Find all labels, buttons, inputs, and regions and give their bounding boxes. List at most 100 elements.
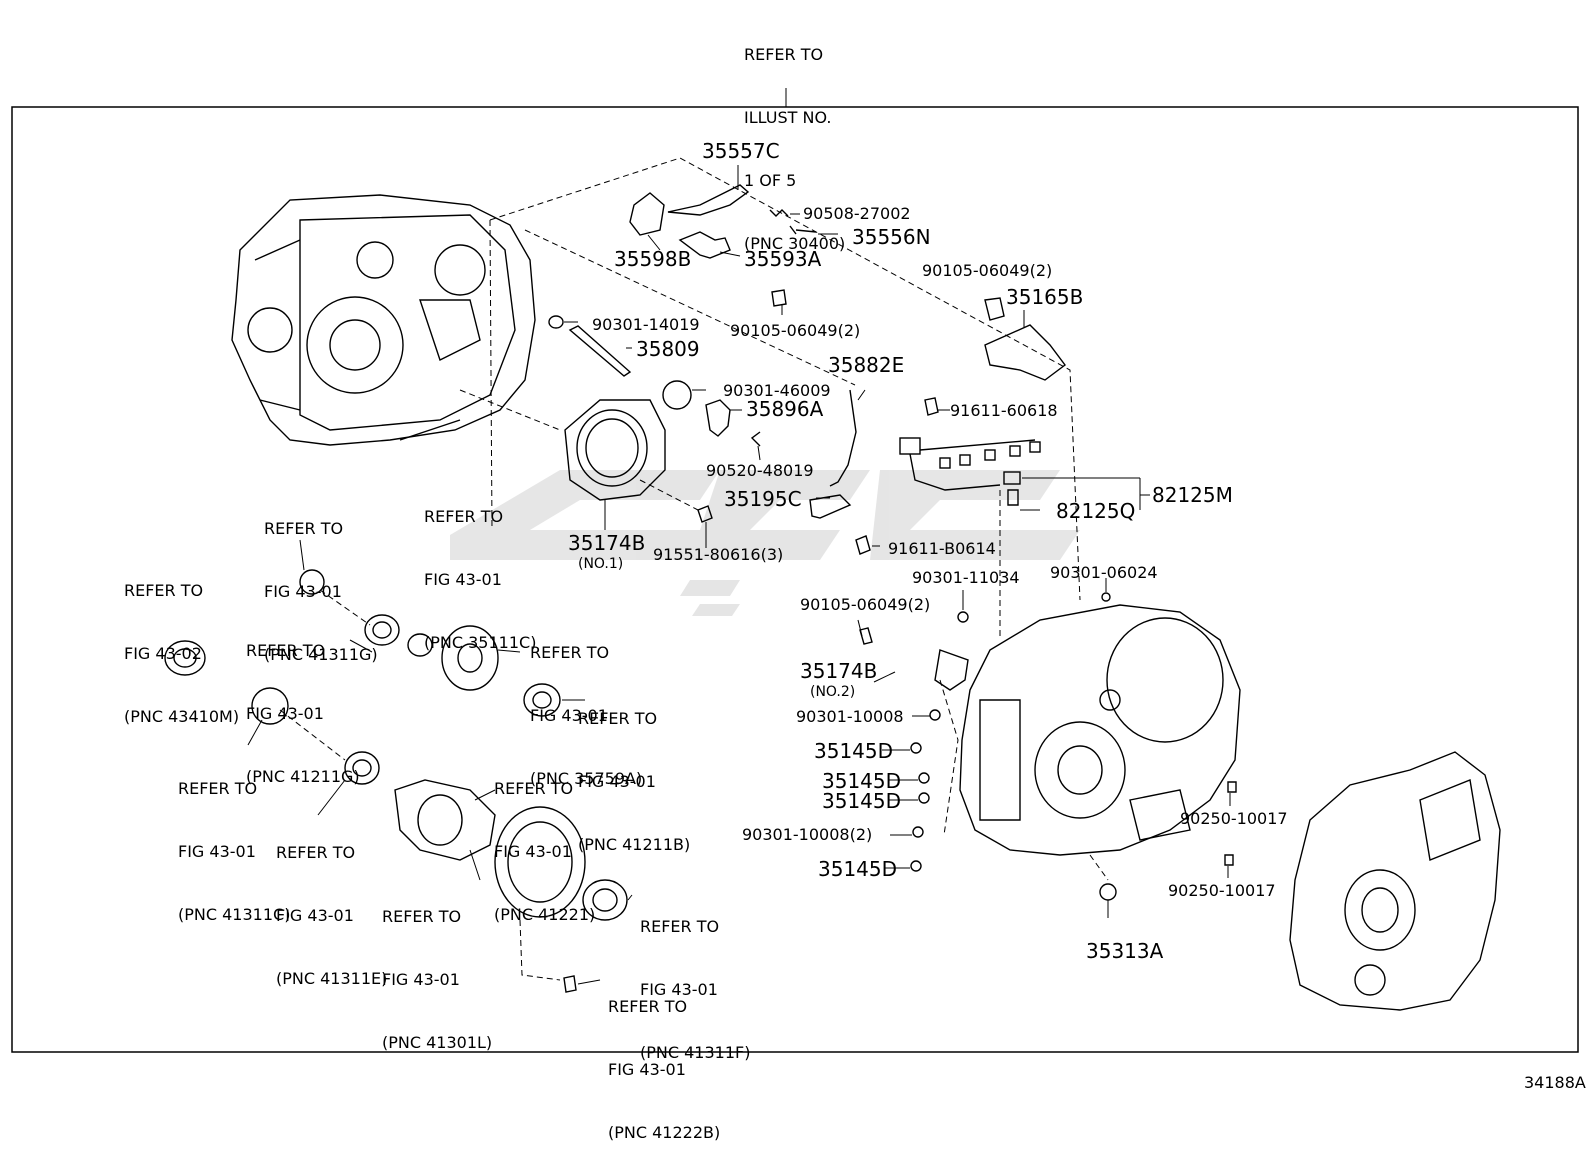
refer-41222B[interactable]: REFER TO FIG 43-01 (PNC 41222B) xyxy=(608,954,720,1164)
dust-cover-no1 xyxy=(564,399,713,523)
refer-43410M[interactable]: REFER TO FIG 43-02 (PNC 43410M) xyxy=(124,538,239,748)
callout-91611-60618[interactable]: 91611-60618 xyxy=(950,401,1058,420)
top-refer-line-1: REFER TO xyxy=(744,45,824,64)
refer-41211B-line-3: (PNC 41211B) xyxy=(578,835,691,854)
parts-diagram: REFER TO ILLUST NO. 1 OF 5 (PNC 30400) 3… xyxy=(11,45,1586,1142)
callout-35165B[interactable]: 35165B xyxy=(1006,285,1084,309)
callout-35174B-no1[interactable]: 35174B xyxy=(568,531,646,555)
callout-35313A[interactable]: 35313A xyxy=(1086,939,1164,963)
refer-41221-line-3: (PNC 41221) xyxy=(494,905,596,924)
callout-90301-14019[interactable]: 90301-14019 xyxy=(592,315,700,334)
callout-90520-48019[interactable]: 90520-48019 xyxy=(706,461,814,480)
transaxle-housing-right xyxy=(859,604,1241,901)
callout-35593A[interactable]: 35593A xyxy=(744,247,822,271)
bracket-35165b xyxy=(984,297,1066,381)
refer-41211B-line-2: FIG 43-01 xyxy=(578,772,656,791)
callout-35174B-no1-sub: (NO.1) xyxy=(578,556,624,572)
refer-43410M-line-1: REFER TO xyxy=(124,581,204,600)
callout-91551-80616[interactable]: 91551-80616(3) xyxy=(653,545,784,564)
refer-35111C-line-3: (PNC 35111C) xyxy=(424,633,537,652)
refer-41211B-line-1: REFER TO xyxy=(578,709,658,728)
wire-harness-82125M xyxy=(899,397,1041,506)
callout-90250-10017-1[interactable]: 90250-10017 xyxy=(1180,809,1288,828)
refer-41311C-line-1: REFER TO xyxy=(178,779,258,798)
callout-90301-06024[interactable]: 90301-06024 xyxy=(1050,563,1158,582)
transaxle-housing-left xyxy=(231,194,536,446)
refer-41311C-line-3: (PNC 41311C) xyxy=(178,905,291,924)
top-refer-line-2: ILLUST NO. xyxy=(744,108,832,127)
refer-41222B-line-2: FIG 43-01 xyxy=(608,1060,686,1079)
diagram-frame xyxy=(11,106,1579,1053)
refer-35759A[interactable]: REFER TO FIG 43-01 (PNC 35759A) xyxy=(530,600,642,810)
refer-41311C-line-2: FIG 43-01 xyxy=(178,842,256,861)
callout-35809[interactable]: 35809 xyxy=(636,337,700,361)
callout-35145D-4[interactable]: 35145D xyxy=(818,857,898,881)
callout-35598B[interactable]: 35598B xyxy=(614,247,692,271)
callout-35145D-1[interactable]: 35145D xyxy=(814,739,894,763)
callout-35145D-3[interactable]: 35145D xyxy=(822,789,902,813)
parking-lock-parts xyxy=(629,184,817,307)
refer-41311F[interactable]: REFER TO FIG 43-01 (PNC 41311F) xyxy=(640,874,750,1084)
refer-41311E-line-1: REFER TO xyxy=(276,843,356,862)
refer-41211B[interactable]: REFER TO FIG 43-01 (PNC 41211B) xyxy=(578,666,690,876)
callout-35195C[interactable]: 35195C xyxy=(724,487,802,511)
leader-lines xyxy=(247,165,1231,985)
assembly-dash-lines xyxy=(279,157,1109,981)
refer-41311E[interactable]: REFER TO FIG 43-01 (PNC 41311E) xyxy=(276,800,387,1010)
oil-tube xyxy=(809,389,871,555)
callout-90301-11034[interactable]: 90301-11034 xyxy=(912,568,1020,587)
illustration-code: 34188A xyxy=(1524,1073,1586,1092)
callout-35174B-no2[interactable]: 35174B xyxy=(800,659,878,683)
callout-90301-10008[interactable]: 90301-10008 xyxy=(796,707,904,726)
refer-41311F-line-3: (PNC 41311F) xyxy=(640,1043,751,1062)
refer-41311C[interactable]: REFER TO FIG 43-01 (PNC 41311C) xyxy=(178,736,290,946)
callout-90508-27002[interactable]: 90508-27002 xyxy=(803,204,911,223)
callout-82125M[interactable]: 82125M xyxy=(1152,483,1233,507)
refer-41222B-line-1: REFER TO xyxy=(608,997,688,1016)
callout-90301-10008-2[interactable]: 90301-10008(2) xyxy=(742,825,873,844)
refer-41222B-line-3: (PNC 41222B) xyxy=(608,1123,721,1142)
refer-41301L[interactable]: REFER TO FIG 43-01 (PNC 41301L) xyxy=(382,864,492,1074)
callout-90105-06049-right[interactable]: 90105-06049(2) xyxy=(922,261,1053,280)
callout-82125Q[interactable]: 82125Q xyxy=(1056,499,1136,523)
refer-35111C-line-2: FIG 43-01 xyxy=(424,570,502,589)
callout-90105-06049-mid[interactable]: 90105-06049(2) xyxy=(800,595,931,614)
refer-41311G-line-2: FIG 43-01 xyxy=(264,582,342,601)
refer-41311G[interactable]: REFER TO FIG 43-01 (PNC 41311G) xyxy=(264,476,378,686)
transaxle-assembly-inset xyxy=(1289,751,1501,1011)
refer-41301L-line-1: REFER TO xyxy=(382,907,462,926)
callout-35556N[interactable]: 35556N xyxy=(852,225,931,249)
callout-35896A[interactable]: 35896A xyxy=(746,397,824,421)
refer-35759A-line-2: FIG 43-01 xyxy=(530,706,608,725)
diagram-artwork xyxy=(11,88,1579,1053)
refer-41211G-line-1: REFER TO xyxy=(246,641,326,660)
shaft-and-seals xyxy=(548,315,761,447)
callout-35145D-2[interactable]: 35145D xyxy=(822,769,902,793)
callout-35174B-no2-sub: (NO.2) xyxy=(810,684,856,700)
refer-41301L-line-2: FIG 43-01 xyxy=(382,970,460,989)
callout-35557C[interactable]: 35557C xyxy=(702,139,780,163)
watermark-logo xyxy=(450,470,1080,616)
refer-41311F-line-2: FIG 43-01 xyxy=(640,980,718,999)
refer-41221[interactable]: REFER TO FIG 43-01 (PNC 41221) xyxy=(494,736,595,946)
refer-35111C-line-1: REFER TO xyxy=(424,507,504,526)
refer-41211G[interactable]: REFER TO FIG 43-01 (PNC 41211G) xyxy=(246,598,360,808)
refer-35759A-line-1: REFER TO xyxy=(530,643,610,662)
refer-41221-line-2: FIG 43-01 xyxy=(494,842,572,861)
callout-91611-B0614[interactable]: 91611-B0614 xyxy=(888,539,996,558)
small-o-rings xyxy=(910,592,1237,872)
refer-41311E-line-2: FIG 43-01 xyxy=(276,906,354,925)
refer-41221-line-1: REFER TO xyxy=(494,779,574,798)
refer-41311G-line-3: (PNC 41311G) xyxy=(264,645,378,664)
bearings-and-gears xyxy=(164,569,628,993)
callout-90105-06049-top[interactable]: 90105-06049(2) xyxy=(730,321,861,340)
refer-41211G-line-3: (PNC 41211G) xyxy=(246,767,360,786)
refer-43410M-line-3: (PNC 43410M) xyxy=(124,707,240,726)
callout-90250-10017-2[interactable]: 90250-10017 xyxy=(1168,881,1276,900)
callout-90301-46009[interactable]: 90301-46009 xyxy=(723,381,831,400)
refer-41311E-line-3: (PNC 41311E) xyxy=(276,969,388,988)
callout-35882E[interactable]: 35882E xyxy=(828,353,905,377)
refer-35111C[interactable]: REFER TO FIG 43-01 (PNC 35111C) xyxy=(424,464,536,674)
top-refer-line-3: 1 OF 5 xyxy=(744,171,797,190)
refer-41311G-line-1: REFER TO xyxy=(264,519,344,538)
